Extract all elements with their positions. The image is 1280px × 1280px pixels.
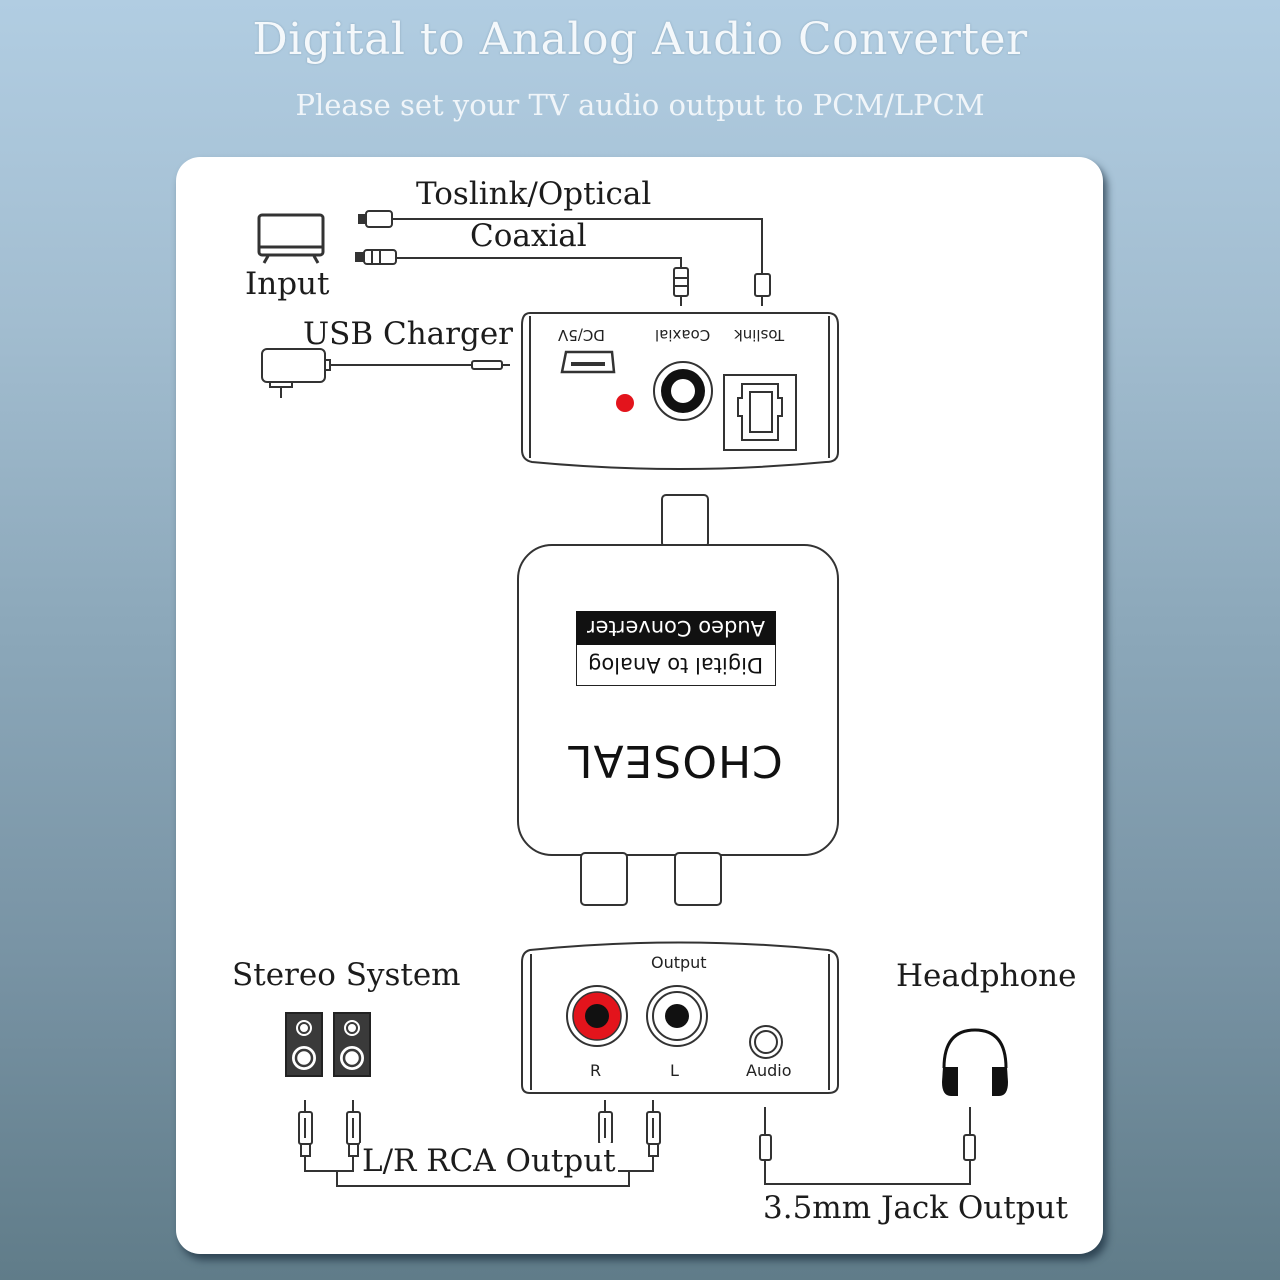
usb-charger-label: USB Charger xyxy=(303,316,513,352)
power-led xyxy=(616,394,634,412)
usb-charger-icon xyxy=(261,348,510,398)
jack-cable xyxy=(759,1107,976,1185)
input-label: Input xyxy=(245,266,330,302)
jack-output-label: 3.5mm Jack Output xyxy=(763,1190,1068,1226)
tv-icon xyxy=(257,213,325,264)
rca-port-right xyxy=(566,985,628,1047)
port-label-toslink: Toslink xyxy=(734,326,785,344)
jack-plug-icon xyxy=(963,1107,976,1161)
optical-plug-icon xyxy=(358,210,771,306)
rca-port-left xyxy=(646,985,708,1047)
coaxial-port xyxy=(653,361,713,421)
page-title: Digital to Analog Audio Converter xyxy=(252,14,1028,65)
input-panel xyxy=(521,312,839,470)
rca-plug-icon xyxy=(346,1100,361,1157)
jack-plug-icon xyxy=(759,1107,772,1161)
converter-device xyxy=(517,494,839,906)
stereo-system-label: Stereo System xyxy=(232,957,461,993)
toslink-port xyxy=(723,374,797,451)
output-panel xyxy=(521,941,839,1094)
port-label-coaxial: Coaxial xyxy=(655,326,711,344)
headphone-icon xyxy=(942,1028,1008,1096)
headphone-label: Headphone xyxy=(896,958,1077,994)
port-label-l: L xyxy=(670,1061,679,1080)
micro-usb-port xyxy=(560,350,616,374)
port-label-audio: Audio xyxy=(746,1061,792,1080)
rca-output-label: L/R RCA Output xyxy=(360,1143,618,1179)
audio-jack-port xyxy=(749,1025,783,1059)
page-subtitle: Please set your TV audio output to PCM/L… xyxy=(295,88,985,122)
device-label-line1: Audeo Converter xyxy=(576,611,776,645)
brand-logo: CHOSEAL xyxy=(567,734,783,786)
port-label-r: R xyxy=(590,1061,602,1080)
coaxial-plug-icon xyxy=(355,249,689,306)
output-panel-title: Output xyxy=(651,953,707,972)
rca-plug-icon xyxy=(646,1100,661,1157)
device-label-line2: Digital to Analog xyxy=(576,645,776,686)
optical-cable-label: Toslink/Optical xyxy=(416,176,652,212)
rca-plug-icon xyxy=(298,1100,313,1157)
speaker-icon xyxy=(285,1012,371,1077)
coaxial-cable-label: Coaxial xyxy=(470,218,587,254)
port-label-dc5v: DC/5V xyxy=(558,326,605,344)
